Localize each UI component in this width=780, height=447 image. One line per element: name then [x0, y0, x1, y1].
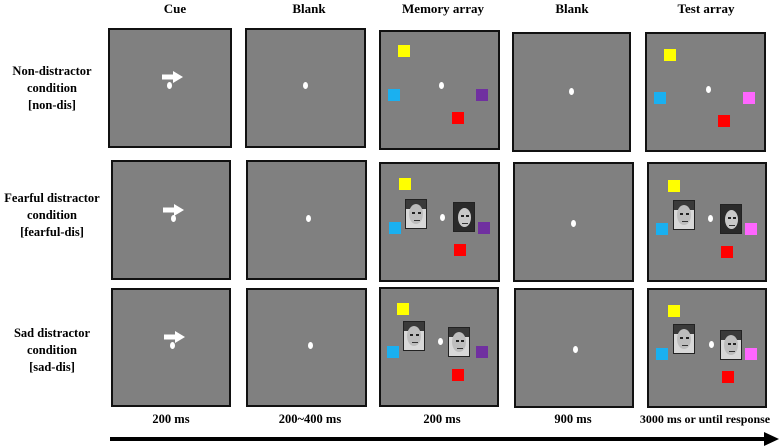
- test-array-sad-dis: [647, 288, 767, 408]
- pink-square: [743, 92, 755, 104]
- timing-test-array: 3000 ms or until response: [639, 412, 771, 426]
- fixation-dot: [170, 342, 175, 349]
- pink-square: [745, 348, 757, 360]
- row-label-line: [fearful-dis]: [20, 225, 84, 239]
- red-square: [721, 246, 733, 258]
- sad-face-left: [403, 321, 425, 351]
- sad-face-left: [673, 324, 695, 354]
- cue-screen-fearful-dis: [111, 160, 231, 280]
- fearful-face-left: [405, 199, 427, 229]
- purple-square: [476, 346, 488, 358]
- purple-square: [478, 222, 490, 234]
- blank-screen-2-sad-dis: [514, 288, 634, 408]
- arrow-right-icon: [164, 331, 185, 343]
- blue-square: [387, 346, 399, 358]
- column-header-blank-1: Blank: [292, 1, 326, 16]
- row-label-line: Fearful distractor: [4, 191, 100, 205]
- blank-screen-1-sad-dis: [246, 288, 367, 407]
- sad-face-right: [720, 330, 742, 360]
- row-label-line: condition: [26, 208, 77, 222]
- cue-screen-sad-dis: [111, 288, 231, 407]
- row-label-line: condition: [26, 81, 77, 95]
- yellow-square: [664, 49, 676, 61]
- column-header-test-array: Test array: [677, 1, 735, 16]
- red-square: [722, 371, 734, 383]
- column-header-cue: Cue: [163, 1, 187, 16]
- row-label-line: [non-dis]: [28, 98, 76, 112]
- fixation-dot: [303, 82, 308, 89]
- memory-array-fearful-dis: [379, 162, 500, 282]
- blue-square: [389, 222, 401, 234]
- fixation-dot: [306, 215, 311, 222]
- blank-screen-2-fearful-dis: [513, 162, 634, 282]
- row-label-sad-distractor: Sad distractor condition [sad-dis]: [0, 325, 104, 376]
- timing-blank-2: 900 ms: [554, 412, 592, 426]
- fixation-dot: [571, 220, 576, 227]
- red-square: [718, 115, 730, 127]
- fixation-dot: [569, 88, 574, 95]
- row-label-non-distractor: Non-distractor condition [non-dis]: [0, 63, 104, 114]
- red-square: [452, 112, 464, 124]
- blue-square: [654, 92, 666, 104]
- fixation-dot: [440, 214, 445, 221]
- fixation-dot: [573, 346, 578, 353]
- fearful-face-right: [720, 204, 742, 234]
- red-square: [454, 244, 466, 256]
- row-label-line: Non-distractor: [12, 64, 92, 78]
- cue-screen-non-dis: [108, 28, 232, 148]
- yellow-square: [397, 303, 409, 315]
- fixation-dot: [708, 215, 713, 222]
- blank-screen-1-fearful-dis: [246, 160, 367, 280]
- fearful-face-left: [673, 200, 695, 230]
- purple-square: [476, 89, 488, 101]
- arrow-right-icon: [162, 71, 183, 83]
- blank-screen-2-non-dis: [512, 32, 631, 152]
- memory-array-sad-dis: [379, 287, 499, 407]
- row-label-fearful-distractor: Fearful distractor condition [fearful-di…: [0, 190, 104, 241]
- fixation-dot: [706, 86, 711, 93]
- yellow-square: [398, 45, 410, 57]
- test-array-non-dis: [645, 32, 766, 152]
- fearful-face-right: [453, 202, 475, 232]
- fixation-dot: [308, 342, 313, 349]
- yellow-square: [668, 305, 680, 317]
- fixation-dot: [709, 341, 714, 348]
- arrow-right-icon: [163, 204, 184, 216]
- blue-square: [656, 348, 668, 360]
- fixation-dot: [438, 338, 443, 345]
- column-header-blank-2: Blank: [555, 1, 589, 16]
- yellow-square: [399, 178, 411, 190]
- timing-memory-array: 200 ms: [423, 412, 461, 426]
- sad-face-right: [448, 327, 470, 357]
- yellow-square: [668, 180, 680, 192]
- blue-square: [388, 89, 400, 101]
- timing-cue: 200 ms: [152, 412, 190, 426]
- red-square: [452, 369, 464, 381]
- blue-square: [656, 223, 668, 235]
- memory-array-non-dis: [379, 30, 500, 150]
- row-label-line: Sad distractor: [13, 326, 91, 340]
- fixation-dot: [167, 82, 172, 89]
- timing-blank-1: 200~400 ms: [278, 412, 342, 426]
- blank-screen-1-non-dis: [245, 28, 366, 148]
- pink-square: [745, 223, 757, 235]
- fixation-dot: [439, 82, 444, 89]
- column-header-memory-array: Memory array: [402, 1, 484, 16]
- fixation-dot: [171, 215, 176, 222]
- time-arrow: [110, 432, 779, 446]
- row-label-line: condition: [26, 343, 77, 357]
- row-label-line: [sad-dis]: [29, 360, 75, 374]
- test-array-fearful-dis: [647, 162, 767, 282]
